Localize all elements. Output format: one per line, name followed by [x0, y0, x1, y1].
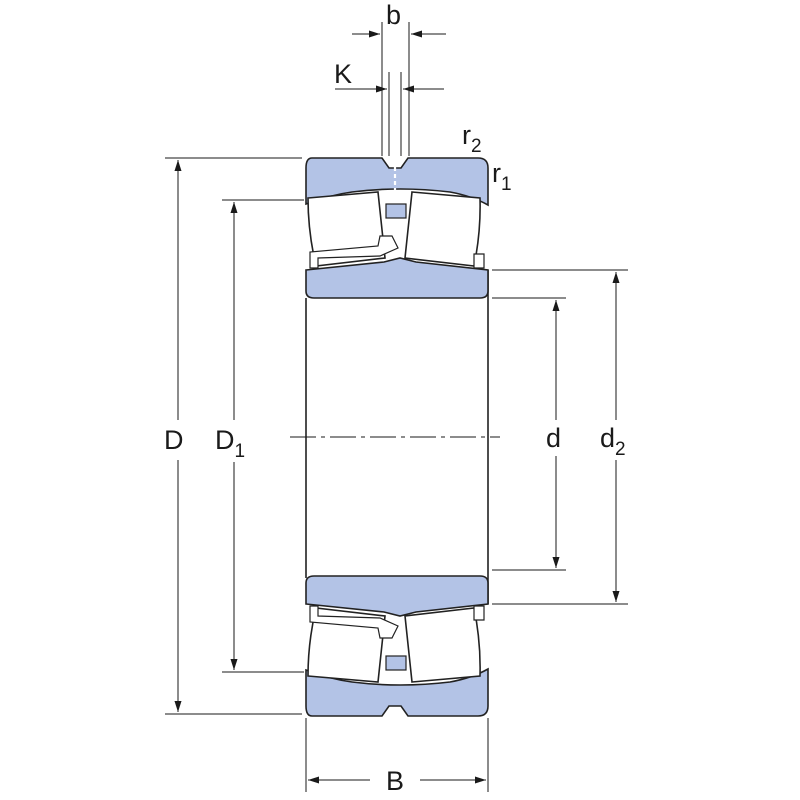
guide-ring-bottom — [385, 655, 407, 671]
label-D1: D1 — [215, 425, 245, 462]
label-b: b — [386, 0, 401, 30]
bottom-half-section — [305, 575, 489, 717]
right-roller-bottom — [404, 607, 481, 683]
label-D: D — [164, 425, 184, 455]
top-half-section — [305, 157, 489, 299]
outer-ring-bottom — [305, 667, 489, 717]
cage-bottom — [309, 605, 399, 639]
cage-bottom-right — [473, 605, 485, 621]
right-roller-top — [404, 191, 481, 267]
label-d2: d2 — [600, 423, 626, 460]
inner-ring-top — [305, 257, 489, 299]
label-r1: r1 — [492, 158, 512, 195]
cage-top — [309, 235, 399, 269]
label-r2: r2 — [462, 120, 482, 157]
guide-ring-top — [385, 203, 407, 219]
outer-ring-top — [305, 157, 489, 207]
label-B: B — [386, 766, 404, 796]
label-d: d — [546, 423, 561, 453]
label-K: K — [334, 59, 352, 89]
inner-ring-bottom — [305, 575, 489, 617]
bearing-body — [290, 157, 500, 717]
cage-top-right — [473, 253, 485, 269]
dimension-labels: D D1 d d2 B b K r2 r1 — [164, 0, 626, 796]
dimension-lines — [165, 22, 628, 792]
